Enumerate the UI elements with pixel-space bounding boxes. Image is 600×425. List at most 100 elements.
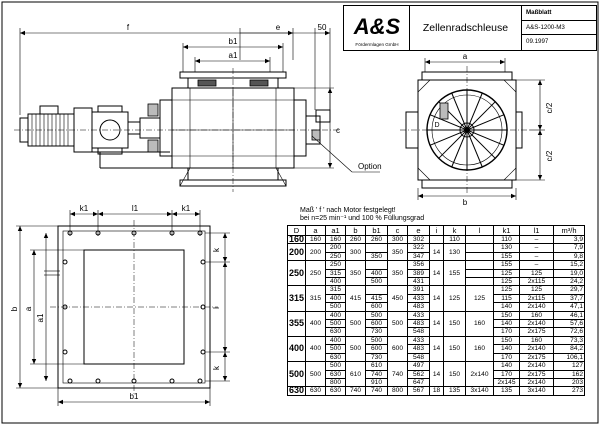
table-cell: 500 <box>365 310 388 321</box>
table-cell: 500 <box>325 344 346 354</box>
table-header-cell: k1 <box>493 225 520 236</box>
dim-label-k-bottom: k <box>212 365 221 370</box>
table-cell: – <box>519 243 554 253</box>
table-cell: 37,7 <box>553 293 585 304</box>
table-cell: 135 <box>493 386 520 396</box>
table-cell: 46,1 <box>553 310 585 321</box>
table-cell: 497 <box>407 361 430 371</box>
table-cell: 2x115 <box>519 293 554 304</box>
dim-label-a-end: a <box>463 52 468 61</box>
table-cell: 130 <box>493 243 520 253</box>
table-cell: 14 <box>429 260 444 287</box>
table-header-cell: b1 <box>365 225 388 236</box>
table-cell: 350 <box>387 260 408 287</box>
drawing-date: 09.1997 <box>526 38 549 46</box>
table-cell: 2x140 <box>519 344 554 354</box>
table-cell: 127 <box>553 361 585 371</box>
table-cell: 125 <box>443 285 466 312</box>
table-cell: 140 <box>493 319 520 329</box>
table-cell: 250 <box>287 260 306 287</box>
table-cell: 350 <box>387 243 408 262</box>
dim-label-k1-left: k1 <box>80 204 89 213</box>
table-cell: 125 <box>519 268 554 279</box>
table-cell: 600 <box>365 319 388 329</box>
table-cell: 450 <box>387 285 408 312</box>
dim-label-c-half-top: c/2 <box>545 102 554 113</box>
table-header-cell: k <box>443 225 466 236</box>
table-cell: 140 <box>493 344 520 354</box>
table-cell: 600 <box>365 344 388 354</box>
table-header-cell: m³/h <box>553 225 585 236</box>
table-cell: 160 <box>325 234 346 245</box>
note-line-1: Maß ' f ' nach Motor festgelegt! <box>300 207 396 214</box>
table-cell: 2x145 <box>493 377 520 388</box>
table-cell: 433 <box>407 310 430 321</box>
dim-label-c-half-bottom: c/2 <box>545 150 554 161</box>
table-cell: 2x175 <box>519 369 554 379</box>
option-label: Option <box>358 162 382 171</box>
table-cell: 150 <box>443 310 466 337</box>
table-cell: 18 <box>429 386 444 396</box>
table-header-cell: a <box>305 225 326 236</box>
table-cell: 73,3 <box>553 335 585 346</box>
dim-label-b-end: b <box>463 198 468 207</box>
table-cell: 110 <box>493 234 520 245</box>
table-cell: 125 <box>493 268 520 279</box>
table-cell: 125 <box>465 285 494 312</box>
table-cell: 260 <box>345 234 366 245</box>
table-cell: 57,6 <box>553 319 585 329</box>
drawing-title: Zellenradschleuse <box>410 6 522 50</box>
table-cell: 2x175 <box>519 352 554 363</box>
table-cell <box>429 234 444 245</box>
table-cell: 3x140 <box>519 386 554 396</box>
table-cell: 415 <box>345 285 366 312</box>
table-cell: 2x140 <box>465 361 494 388</box>
dim-label-l1: l1 <box>132 204 139 213</box>
table-cell: 740 <box>387 361 408 388</box>
table-cell: – <box>519 251 554 262</box>
table-cell: 160 <box>519 310 554 321</box>
table-cell: 260 <box>365 234 388 245</box>
table-cell: 350 <box>345 260 366 287</box>
table-cell: 730 <box>365 327 388 337</box>
flange-view <box>16 210 230 406</box>
table-cell: – <box>519 234 554 245</box>
table-cell: 150 <box>493 335 520 346</box>
table-cell: – <box>519 260 554 270</box>
company-logo: A&S Fördermlagen GmbH <box>344 6 410 50</box>
table-cell: 400 <box>305 310 326 337</box>
dim-label-50: 50 <box>318 23 327 32</box>
table-header-cell: i <box>429 225 444 236</box>
table-cell: 130 <box>443 243 466 262</box>
table-cell: 500 <box>287 361 306 388</box>
table-cell: 15,2 <box>553 260 585 270</box>
table-cell: 630 <box>325 369 346 379</box>
table-cell: 431 <box>407 277 430 287</box>
table-header-cell: c <box>387 225 408 236</box>
table-cell: 483 <box>407 319 430 329</box>
table-cell: 356 <box>407 260 430 270</box>
table-cell: 500 <box>345 335 366 363</box>
table-cell: 170 <box>493 369 520 379</box>
table-cell: 567 <box>407 386 430 396</box>
table-cell: 273 <box>553 386 585 396</box>
table-cell: 391 <box>407 285 430 295</box>
table-cell: 740 <box>365 386 388 396</box>
table-cell: 2x115 <box>519 277 554 287</box>
table-cell: 2x140 <box>519 319 554 329</box>
dim-label-l: l <box>212 307 221 309</box>
table-cell: 19,0 <box>553 268 585 279</box>
